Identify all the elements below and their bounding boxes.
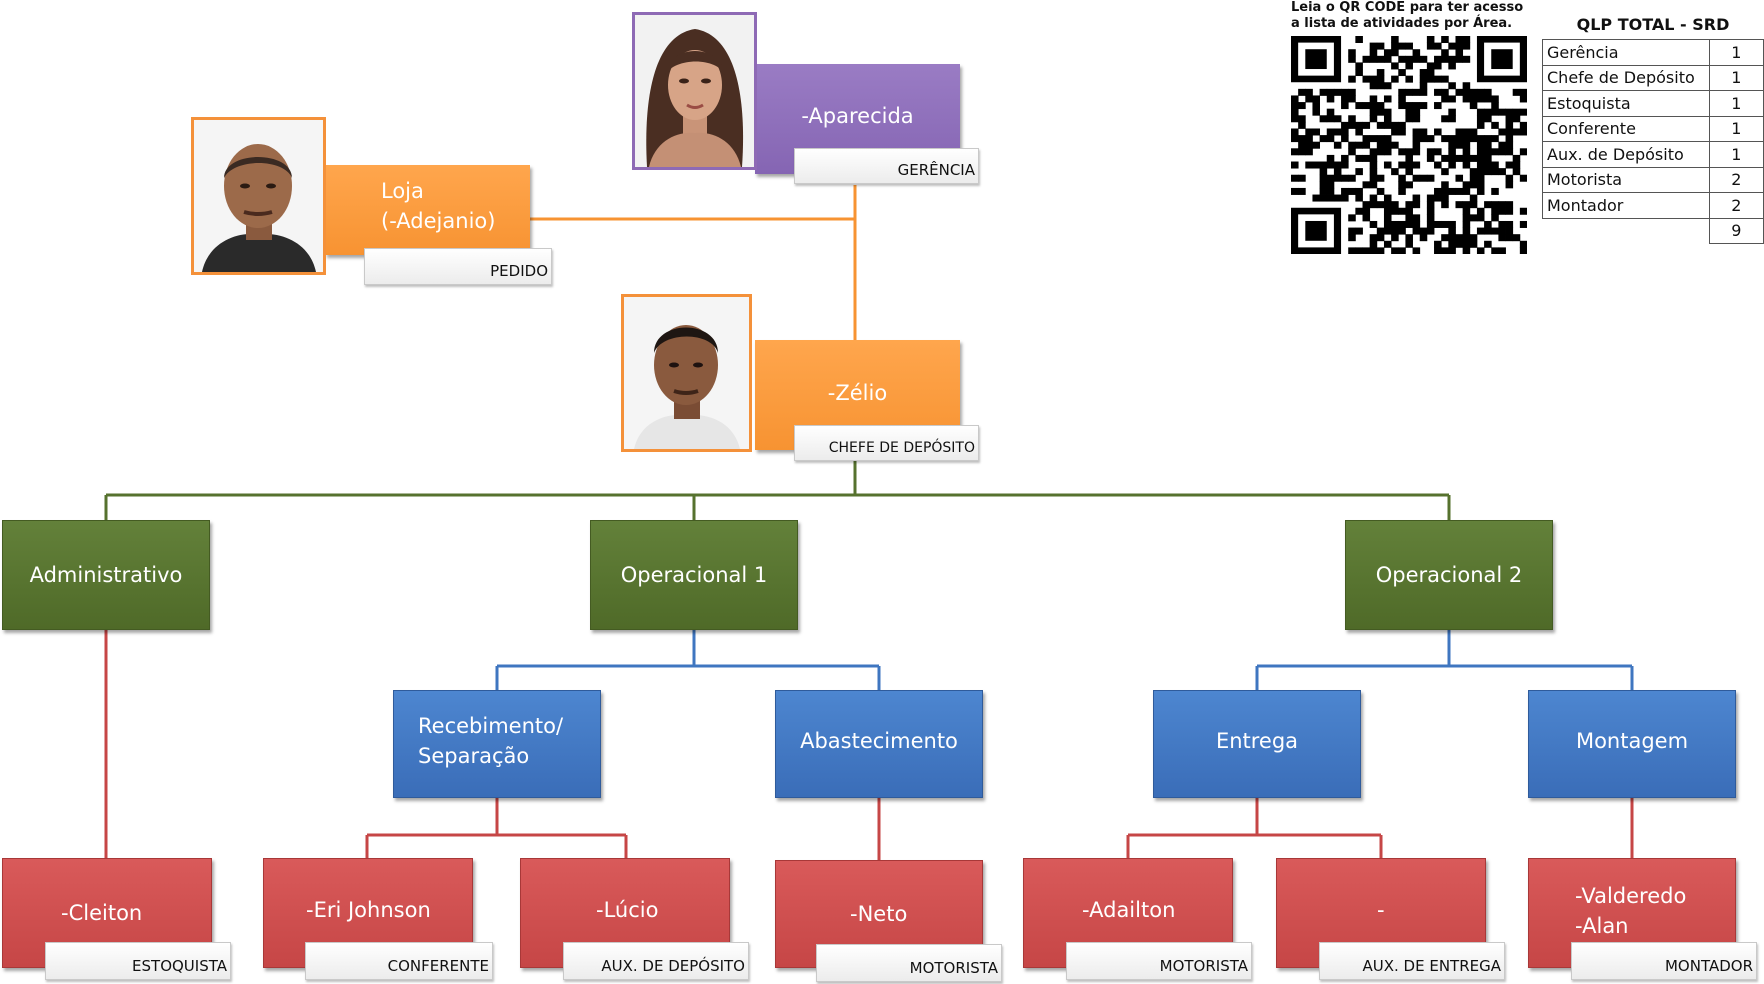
staff-neto-name: -Neto (850, 902, 908, 926)
qlp-row-value: 1 (1708, 115, 1764, 142)
qlp-row-value: 1 (1708, 64, 1764, 91)
staff-lucio-role: AUX. DE DEPÓSITO (563, 942, 749, 980)
subarea-montagem-label: Montagem (1575, 729, 1689, 753)
staff-vacant-role: AUX. DE ENTREGA (1319, 942, 1505, 980)
qlp-row-value: 2 (1708, 192, 1764, 219)
subarea-entrega: Entrega (1153, 690, 1361, 798)
store-box: Loja (-Adejanio) (325, 165, 530, 255)
subarea-recebimento: Recebimento/ Separação (393, 690, 601, 798)
qlp-row-value: 1 (1708, 39, 1764, 66)
subarea-abastecimento: Abastecimento (775, 690, 983, 798)
staff-adailton-role: MOTORISTA (1066, 942, 1252, 980)
qlp-total-spacer (1543, 218, 1710, 244)
qlp-row-label: Gerência (1542, 39, 1710, 66)
staff-adailton-name: -Adailton (1082, 898, 1176, 922)
qlp-row-label: Montador (1542, 192, 1710, 219)
qr-instruction-text: Leia o QR CODE para ter acesso a lista d… (1291, 0, 1524, 31)
staff-lucio-name: -Lúcio (596, 898, 659, 922)
area-administrativo-label: Administrativo (29, 563, 183, 587)
qlp-row-label: Chefe de Depósito (1542, 64, 1710, 91)
chief-role-label: CHEFE DE DEPÓSITO (794, 425, 979, 461)
staff-valderedo-alan-role: MONTADOR (1571, 942, 1757, 980)
staff-vacant-name: - (1377, 898, 1385, 922)
area-operacional-1-label: Operacional 1 (620, 563, 768, 587)
area-operacional-2: Operacional 2 (1345, 520, 1553, 630)
qlp-total-value: 9 (1708, 217, 1764, 244)
staff-cleiton-name: -Cleiton (61, 901, 143, 925)
staff-cleiton-role: ESTOQUISTA (45, 942, 231, 980)
subarea-recebimento-label: Recebimento/ Separação (418, 714, 564, 768)
subarea-entrega-label: Entrega (1215, 729, 1299, 753)
qlp-row-value: 1 (1708, 141, 1764, 168)
area-operacional-1: Operacional 1 (590, 520, 798, 630)
qlp-row-label: Conferente (1542, 115, 1710, 142)
management-role-label: GERÊNCIA (794, 148, 979, 184)
qlp-row-label: Estoquista (1542, 90, 1710, 117)
staff-eri-johnson-role: CONFERENTE (305, 942, 493, 980)
chief-name: -Zélio (827, 381, 888, 405)
staff-eri-johnson-name: -Eri Johnson (306, 898, 431, 922)
store-role-label: PEDIDO (364, 248, 552, 285)
area-operacional-2-label: Operacional 2 (1375, 563, 1523, 587)
staff-neto-role: MOTORISTA (816, 944, 1002, 982)
qr-code[interactable] (1291, 36, 1527, 254)
management-name: -Aparecida (801, 104, 914, 128)
store-name: Loja (-Adejanio) (381, 179, 496, 233)
qlp-row-value: 2 (1708, 166, 1764, 193)
store-photo (191, 117, 326, 275)
qlp-row-value: 1 (1708, 90, 1764, 117)
chief-photo (621, 294, 752, 452)
subarea-abastecimento-label: Abastecimento (800, 729, 958, 753)
qlp-row-label: Aux. de Depósito (1542, 141, 1710, 168)
qlp-title: QLP TOTAL - SRD (1576, 15, 1730, 34)
area-administrativo: Administrativo (2, 520, 210, 630)
management-photo (632, 12, 757, 170)
qlp-total-row: 9 (1543, 217, 1764, 244)
qlp-row-label: Motorista (1542, 166, 1710, 193)
subarea-montagem: Montagem (1528, 690, 1736, 798)
staff-valderedo-alan-name: -Valderedo -Alan (1575, 884, 1687, 938)
